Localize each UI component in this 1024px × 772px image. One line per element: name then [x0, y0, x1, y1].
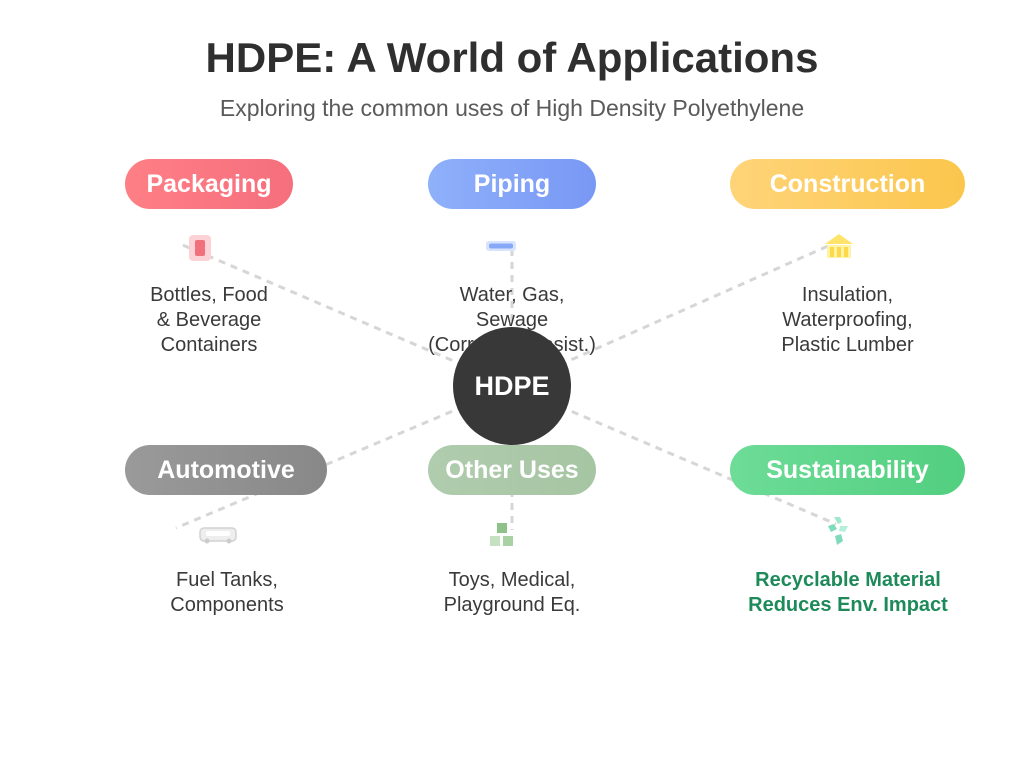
category-pill-piping: Piping [428, 159, 596, 209]
blocks-icon [490, 523, 513, 546]
description-construction: Insulation, Waterproofing, Plastic Lumbe… [781, 284, 914, 356]
car-icon [199, 527, 237, 544]
description-other-uses: Toys, Medical, Playground Eq. [443, 569, 581, 616]
category-pill-other-uses: Other Uses [428, 445, 596, 495]
diagram-title: HDPE: A World of Applications [205, 34, 819, 81]
diagram-subtitle: Exploring the common uses of High Densit… [219, 95, 805, 121]
building-icon [825, 234, 853, 258]
category-pill-packaging: Packaging [125, 159, 293, 209]
description-sustainability: Recyclable Material Reduces Env. Impact [748, 569, 948, 616]
description-automotive: Fuel Tanks, Components [170, 569, 284, 616]
connector-automotive [175, 384, 513, 530]
category-pill-sustainability: Sustainability [730, 445, 965, 495]
bottle-icon [189, 235, 211, 261]
category-pill-construction: Construction [730, 159, 965, 209]
recycle-icon [828, 517, 848, 545]
connector-packaging [177, 241, 513, 388]
description-packaging: Bottles, Food & Beverage Containers [150, 284, 268, 356]
pipe-icon [486, 241, 516, 251]
hub-node: HDPE [453, 327, 571, 445]
category-pill-automotive: Automotive [125, 445, 327, 495]
